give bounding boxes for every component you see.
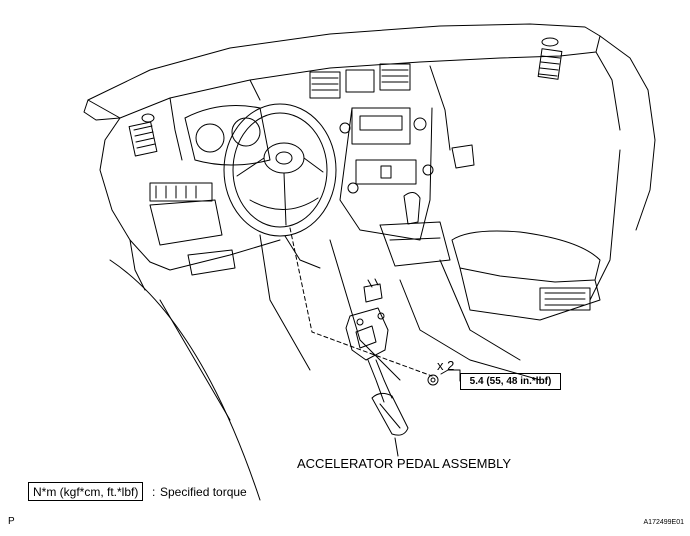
connector-leader [289, 227, 433, 377]
legend-units-box: N*m (kgf*cm, ft.*lbf) [28, 482, 144, 501]
figure-id: A172499E01 [643, 519, 684, 526]
floor-trim [329, 149, 621, 381]
callout-leaders [394, 369, 461, 457]
electrical-connector [363, 278, 383, 303]
center-console-armrest [439, 230, 601, 361]
legend-separator: : [152, 485, 156, 499]
left-dash-panel [109, 182, 311, 501]
dashboard-outline [83, 23, 656, 291]
center-stack [339, 107, 475, 241]
corner-mark: P [8, 516, 15, 527]
torque-spec-value: 5.4 (55, 48 in.*lbf) [469, 376, 552, 387]
legend-meaning: Specified torque [160, 485, 247, 499]
instrument-cluster [184, 105, 271, 166]
legend-units: N*m (kgf*cm, ft.*lbf) [33, 484, 139, 499]
accelerator-pedal-assembly [345, 307, 409, 436]
torque-spec-box: 5.4 (55, 48 in.*lbf) [460, 373, 561, 390]
mounting-nut [427, 374, 439, 386]
part-callout-label: ACCELERATOR PEDAL ASSEMBLY [297, 456, 512, 471]
steering-wheel [223, 103, 337, 269]
air-vents [128, 37, 591, 311]
gear-shifter [379, 192, 451, 267]
quantity-label: x 2 [437, 358, 455, 373]
